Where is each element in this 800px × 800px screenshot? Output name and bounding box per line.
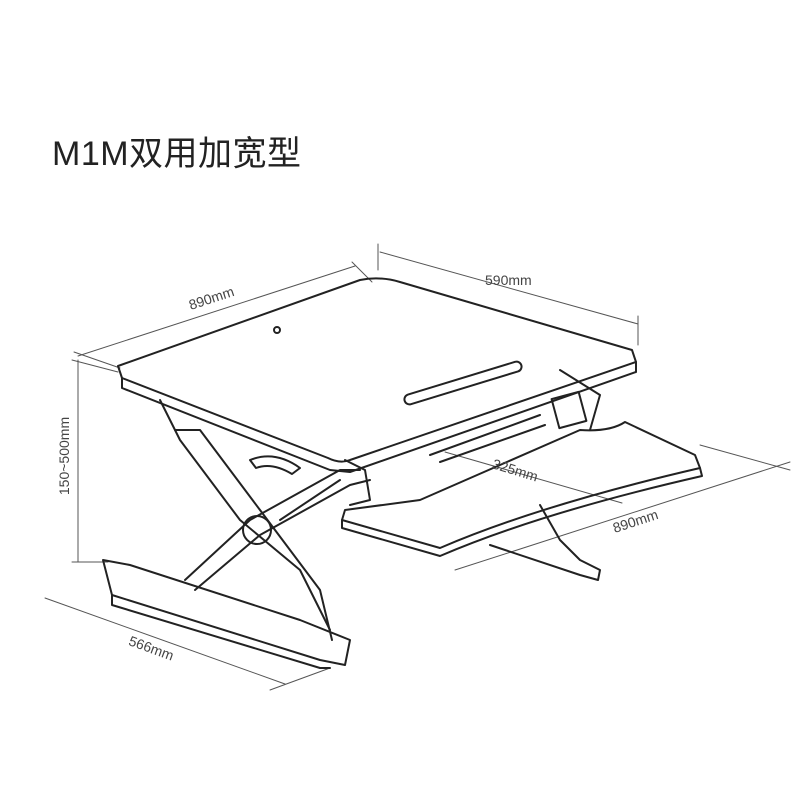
keyboard-tray [341,414,703,557]
lift-frame [102,369,601,669]
dimension-lines [44,243,791,691]
dimension-top-depth: 590mm [485,272,532,288]
product-title: M1M双用加宽型 [52,135,302,173]
dimension-height-range: 150~500mm [56,416,73,496]
